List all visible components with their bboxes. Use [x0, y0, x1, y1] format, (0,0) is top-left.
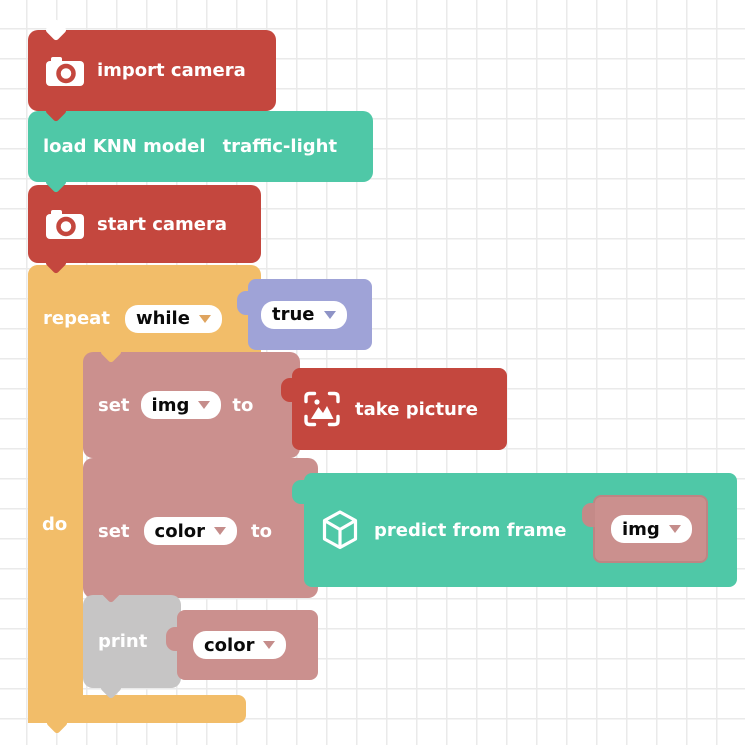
block-label: print [98, 631, 148, 652]
output-tab [582, 503, 595, 527]
dropdown-arrow-icon [198, 314, 211, 323]
dropdown-arrow-icon [198, 401, 211, 409]
repeat-mode-dropdown[interactable]: while [124, 304, 222, 333]
cube-icon [322, 510, 358, 550]
block-start-camera[interactable]: start camera [28, 185, 261, 263]
set-label: set [98, 520, 130, 542]
block-true[interactable]: true [248, 279, 372, 350]
to-label: to [250, 520, 272, 542]
variable-dropdown-img[interactable]: img [140, 391, 222, 419]
dropdown-value: true [272, 304, 315, 325]
variable-dropdown-color[interactable]: color [143, 517, 237, 545]
output-tab [292, 480, 305, 504]
set-label: set [98, 394, 130, 416]
block-take-picture[interactable]: take picture [292, 368, 507, 450]
dropdown-arrow-icon [213, 527, 226, 535]
to-label: to [232, 394, 254, 416]
block-import-camera[interactable]: import camera [28, 30, 276, 111]
dropdown-value: color [204, 634, 255, 656]
argument-dropdown-color[interactable]: color [193, 631, 287, 659]
repeat-label: repeat [43, 308, 110, 329]
block-label: import camera [97, 60, 246, 81]
output-tab [281, 378, 294, 402]
condition-dropdown[interactable]: true [261, 300, 347, 329]
block-arg-color[interactable]: color [177, 610, 318, 680]
dropdown-value: img [151, 394, 190, 416]
do-label: do [42, 514, 68, 535]
output-tab [237, 291, 250, 315]
argument-dropdown-img[interactable]: img [611, 515, 692, 543]
dropdown-value: while [135, 308, 190, 329]
dropdown-arrow-icon [263, 641, 276, 649]
block-label: load KNN model [43, 136, 206, 157]
model-name-field[interactable]: traffic-light [222, 136, 338, 157]
block-set-color[interactable]: set color to [83, 458, 318, 598]
block-repeat[interactable]: repeat while [28, 265, 261, 362]
image-viewfinder-icon [304, 391, 340, 427]
dropdown-value: color [154, 520, 205, 542]
camera-icon [46, 56, 84, 86]
block-arg-img[interactable]: img [593, 495, 708, 563]
block-load-knn-model[interactable]: load KNN model traffic-light [28, 111, 373, 182]
dropdown-arrow-icon [668, 525, 681, 533]
output-tab [166, 627, 179, 651]
block-label: take picture [355, 398, 478, 420]
dropdown-value: img [622, 518, 660, 540]
block-print[interactable]: print [83, 595, 181, 688]
block-label: start camera [97, 213, 228, 235]
camera-icon [46, 209, 84, 239]
dropdown-arrow-icon [323, 310, 336, 319]
block-set-img[interactable]: set img to [83, 352, 300, 458]
block-label: predict from frame [374, 519, 567, 541]
